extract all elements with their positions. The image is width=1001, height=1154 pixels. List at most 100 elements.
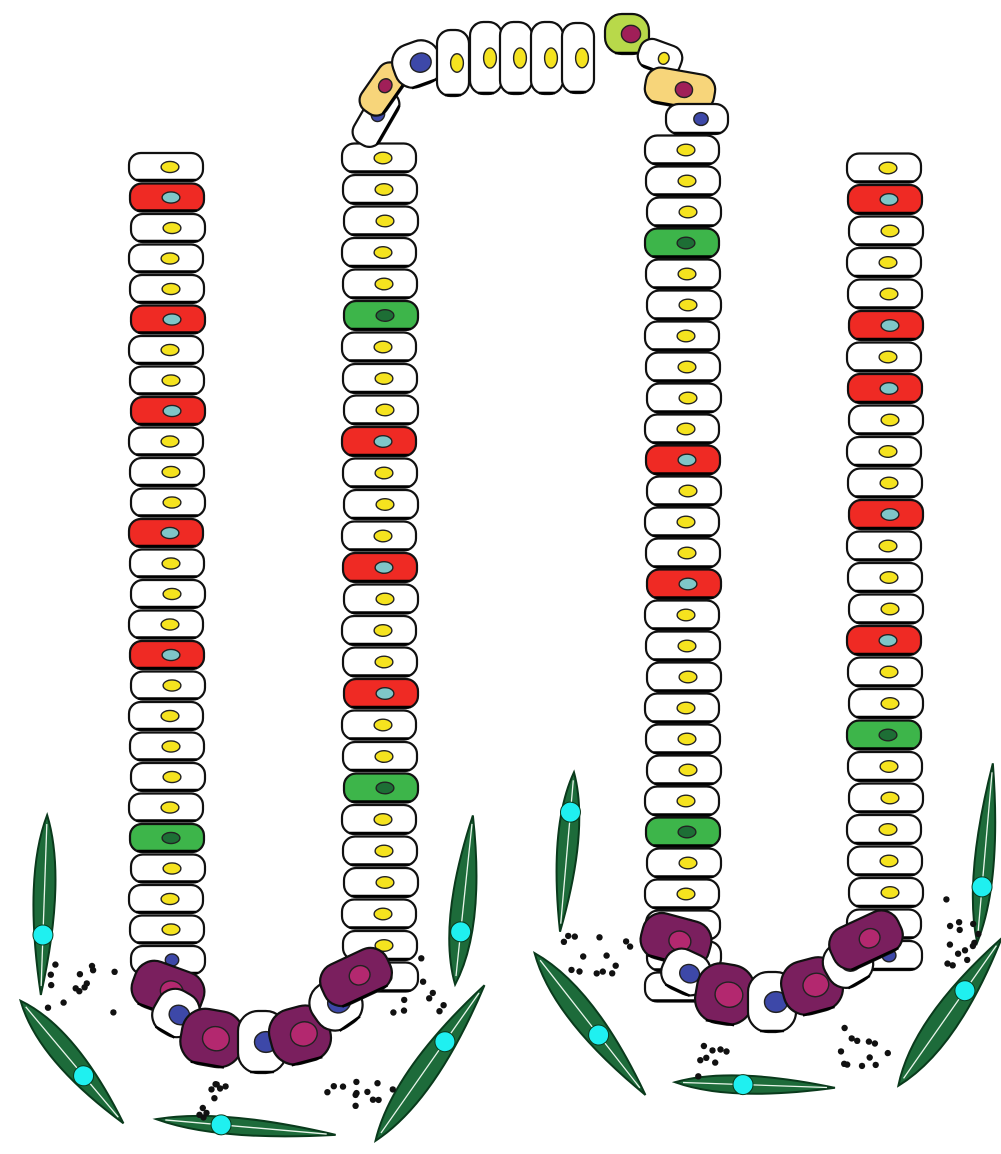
enterocyte-cell-55 xyxy=(646,167,720,196)
signal-dot-6-3 xyxy=(854,1038,860,1044)
signal-dot-6-1 xyxy=(859,1063,865,1069)
signal-dot-3-0 xyxy=(401,997,407,1003)
signal-dot-4-8 xyxy=(572,933,578,939)
enterocyte-nucleus xyxy=(375,278,393,290)
enterocyte-nucleus xyxy=(374,152,392,164)
signal-dot-7-12 xyxy=(947,923,953,929)
enterocyte-cell-15 xyxy=(129,611,203,639)
enterocyte-nucleus xyxy=(161,436,179,447)
enterocyte-nucleus xyxy=(881,414,899,426)
enterocyte-cell-105 xyxy=(849,878,923,907)
goblet-cell-cell-8 xyxy=(131,397,205,425)
enterocyte-cell-82 xyxy=(847,154,921,183)
signal-dot-2-0 xyxy=(364,1089,370,1095)
enterocyte-cell-104 xyxy=(848,847,922,876)
enterocyte-nucleus xyxy=(679,392,697,404)
signal-dot-4-11 xyxy=(623,938,629,944)
enterocyte-nucleus xyxy=(163,588,181,599)
enterocyte-nucleus xyxy=(880,477,898,489)
enteroendocrine-cell-cell-100 xyxy=(847,721,921,750)
goblet-cell-nucleus xyxy=(881,509,899,521)
enterocyte-nucleus xyxy=(879,446,897,458)
enterocyte-nucleus xyxy=(376,593,394,605)
enterocyte-cell-58 xyxy=(646,260,720,289)
stem-cell-nucleus xyxy=(694,113,708,126)
enterocyte-cell-39 xyxy=(342,522,416,551)
enterocyte-nucleus xyxy=(880,855,898,867)
enterocyte-cell-114 xyxy=(531,22,563,94)
enterocyte-cell-0 xyxy=(129,153,203,181)
signal-dot-2-10 xyxy=(340,1083,346,1089)
enterocyte-cell-23 xyxy=(131,855,205,883)
signal-dot-7-4 xyxy=(947,941,953,947)
goblet-cell-nucleus xyxy=(376,688,394,700)
goblet-cell-cell-40 xyxy=(343,553,417,582)
signal-dot-0-2 xyxy=(73,985,79,991)
enterocyte-nucleus xyxy=(880,288,898,300)
signal-dot-0-1 xyxy=(48,972,54,978)
enterocyte-cell-30 xyxy=(342,238,416,267)
enterocyte-cell-17 xyxy=(131,672,205,700)
goblet-cell-cell-68 xyxy=(647,570,721,599)
enterocyte-cell-95 xyxy=(848,563,922,592)
enterocyte-cell-41 xyxy=(344,585,418,614)
enterocyte-nucleus xyxy=(484,48,497,68)
enterocyte-nucleus xyxy=(678,640,696,652)
signal-dot-7-0 xyxy=(957,927,963,933)
signal-dot-7-7 xyxy=(955,951,961,957)
enterocyte-nucleus xyxy=(163,771,181,782)
enterocyte-nucleus xyxy=(376,877,394,889)
signal-dot-0-9 xyxy=(81,984,87,990)
signal-dot-3-8 xyxy=(401,1007,407,1013)
enterocyte-nucleus xyxy=(374,814,392,826)
signal-dot-0-10 xyxy=(52,961,58,967)
signal-dot-4-4 xyxy=(561,939,567,945)
enterocyte-cell-29 xyxy=(344,207,418,236)
signal-dot-4-6 xyxy=(609,970,615,976)
goblet-cell-cell-97 xyxy=(847,626,921,655)
goblet-cell-nucleus xyxy=(880,194,898,206)
enterocyte-cell-10 xyxy=(130,458,204,486)
enterocyte-nucleus xyxy=(374,530,392,542)
goblet-cell-nucleus xyxy=(162,192,180,203)
enterocyte-nucleus xyxy=(678,268,696,280)
enterocyte-nucleus xyxy=(679,671,697,683)
fibroblast-8 xyxy=(967,762,1001,943)
enterocyte-nucleus xyxy=(161,710,179,721)
fibroblast-2 xyxy=(155,1109,336,1145)
enterocyte-nucleus xyxy=(375,845,393,857)
enteroendocrine-cell-cell-76 xyxy=(646,818,720,847)
enterocyte-cell-50 xyxy=(344,868,418,897)
signal-dot-4-9 xyxy=(565,933,571,939)
goblet-cell-nucleus xyxy=(880,383,898,395)
signal-dot-5-2 xyxy=(723,1048,729,1054)
signal-dot-2-5 xyxy=(370,1097,376,1103)
enterocyte-nucleus xyxy=(375,467,393,479)
fibroblast-nucleus xyxy=(33,925,54,946)
enterocyte-cell-7 xyxy=(130,367,204,395)
enterocyte-nucleus xyxy=(375,656,393,668)
signal-dot-5-0 xyxy=(697,1057,703,1063)
enterocyte-cell-73 xyxy=(646,725,720,754)
enteroendocrine-cell-nucleus xyxy=(376,782,394,794)
enterocyte-cell-48 xyxy=(342,805,416,834)
enterocyte-nucleus xyxy=(679,206,697,218)
signal-dot-2-8 xyxy=(352,1103,358,1109)
signal-dot-7-11 xyxy=(962,947,968,953)
goblet-cell-nucleus xyxy=(161,527,179,538)
signal-dot-5-4 xyxy=(717,1046,723,1052)
enterocyte-cell-45 xyxy=(342,711,416,740)
signal-dot-4-7 xyxy=(576,968,582,974)
enterocyte-cell-61 xyxy=(646,353,720,382)
signal-dot-6-11 xyxy=(844,1061,850,1067)
signal-dot-3-3 xyxy=(430,990,436,996)
enterocyte-cell-46 xyxy=(343,742,417,771)
enterocyte-cell-101 xyxy=(848,752,922,781)
enterocyte-cell-102 xyxy=(849,784,923,813)
enteroendocrine-cell-nucleus xyxy=(879,729,897,741)
enterocyte-nucleus xyxy=(375,184,393,196)
enterocyte-nucleus xyxy=(678,361,696,373)
enterocyte-nucleus xyxy=(162,466,180,477)
enterocyte-nucleus xyxy=(880,761,898,773)
enterocyte-nucleus xyxy=(162,924,180,935)
